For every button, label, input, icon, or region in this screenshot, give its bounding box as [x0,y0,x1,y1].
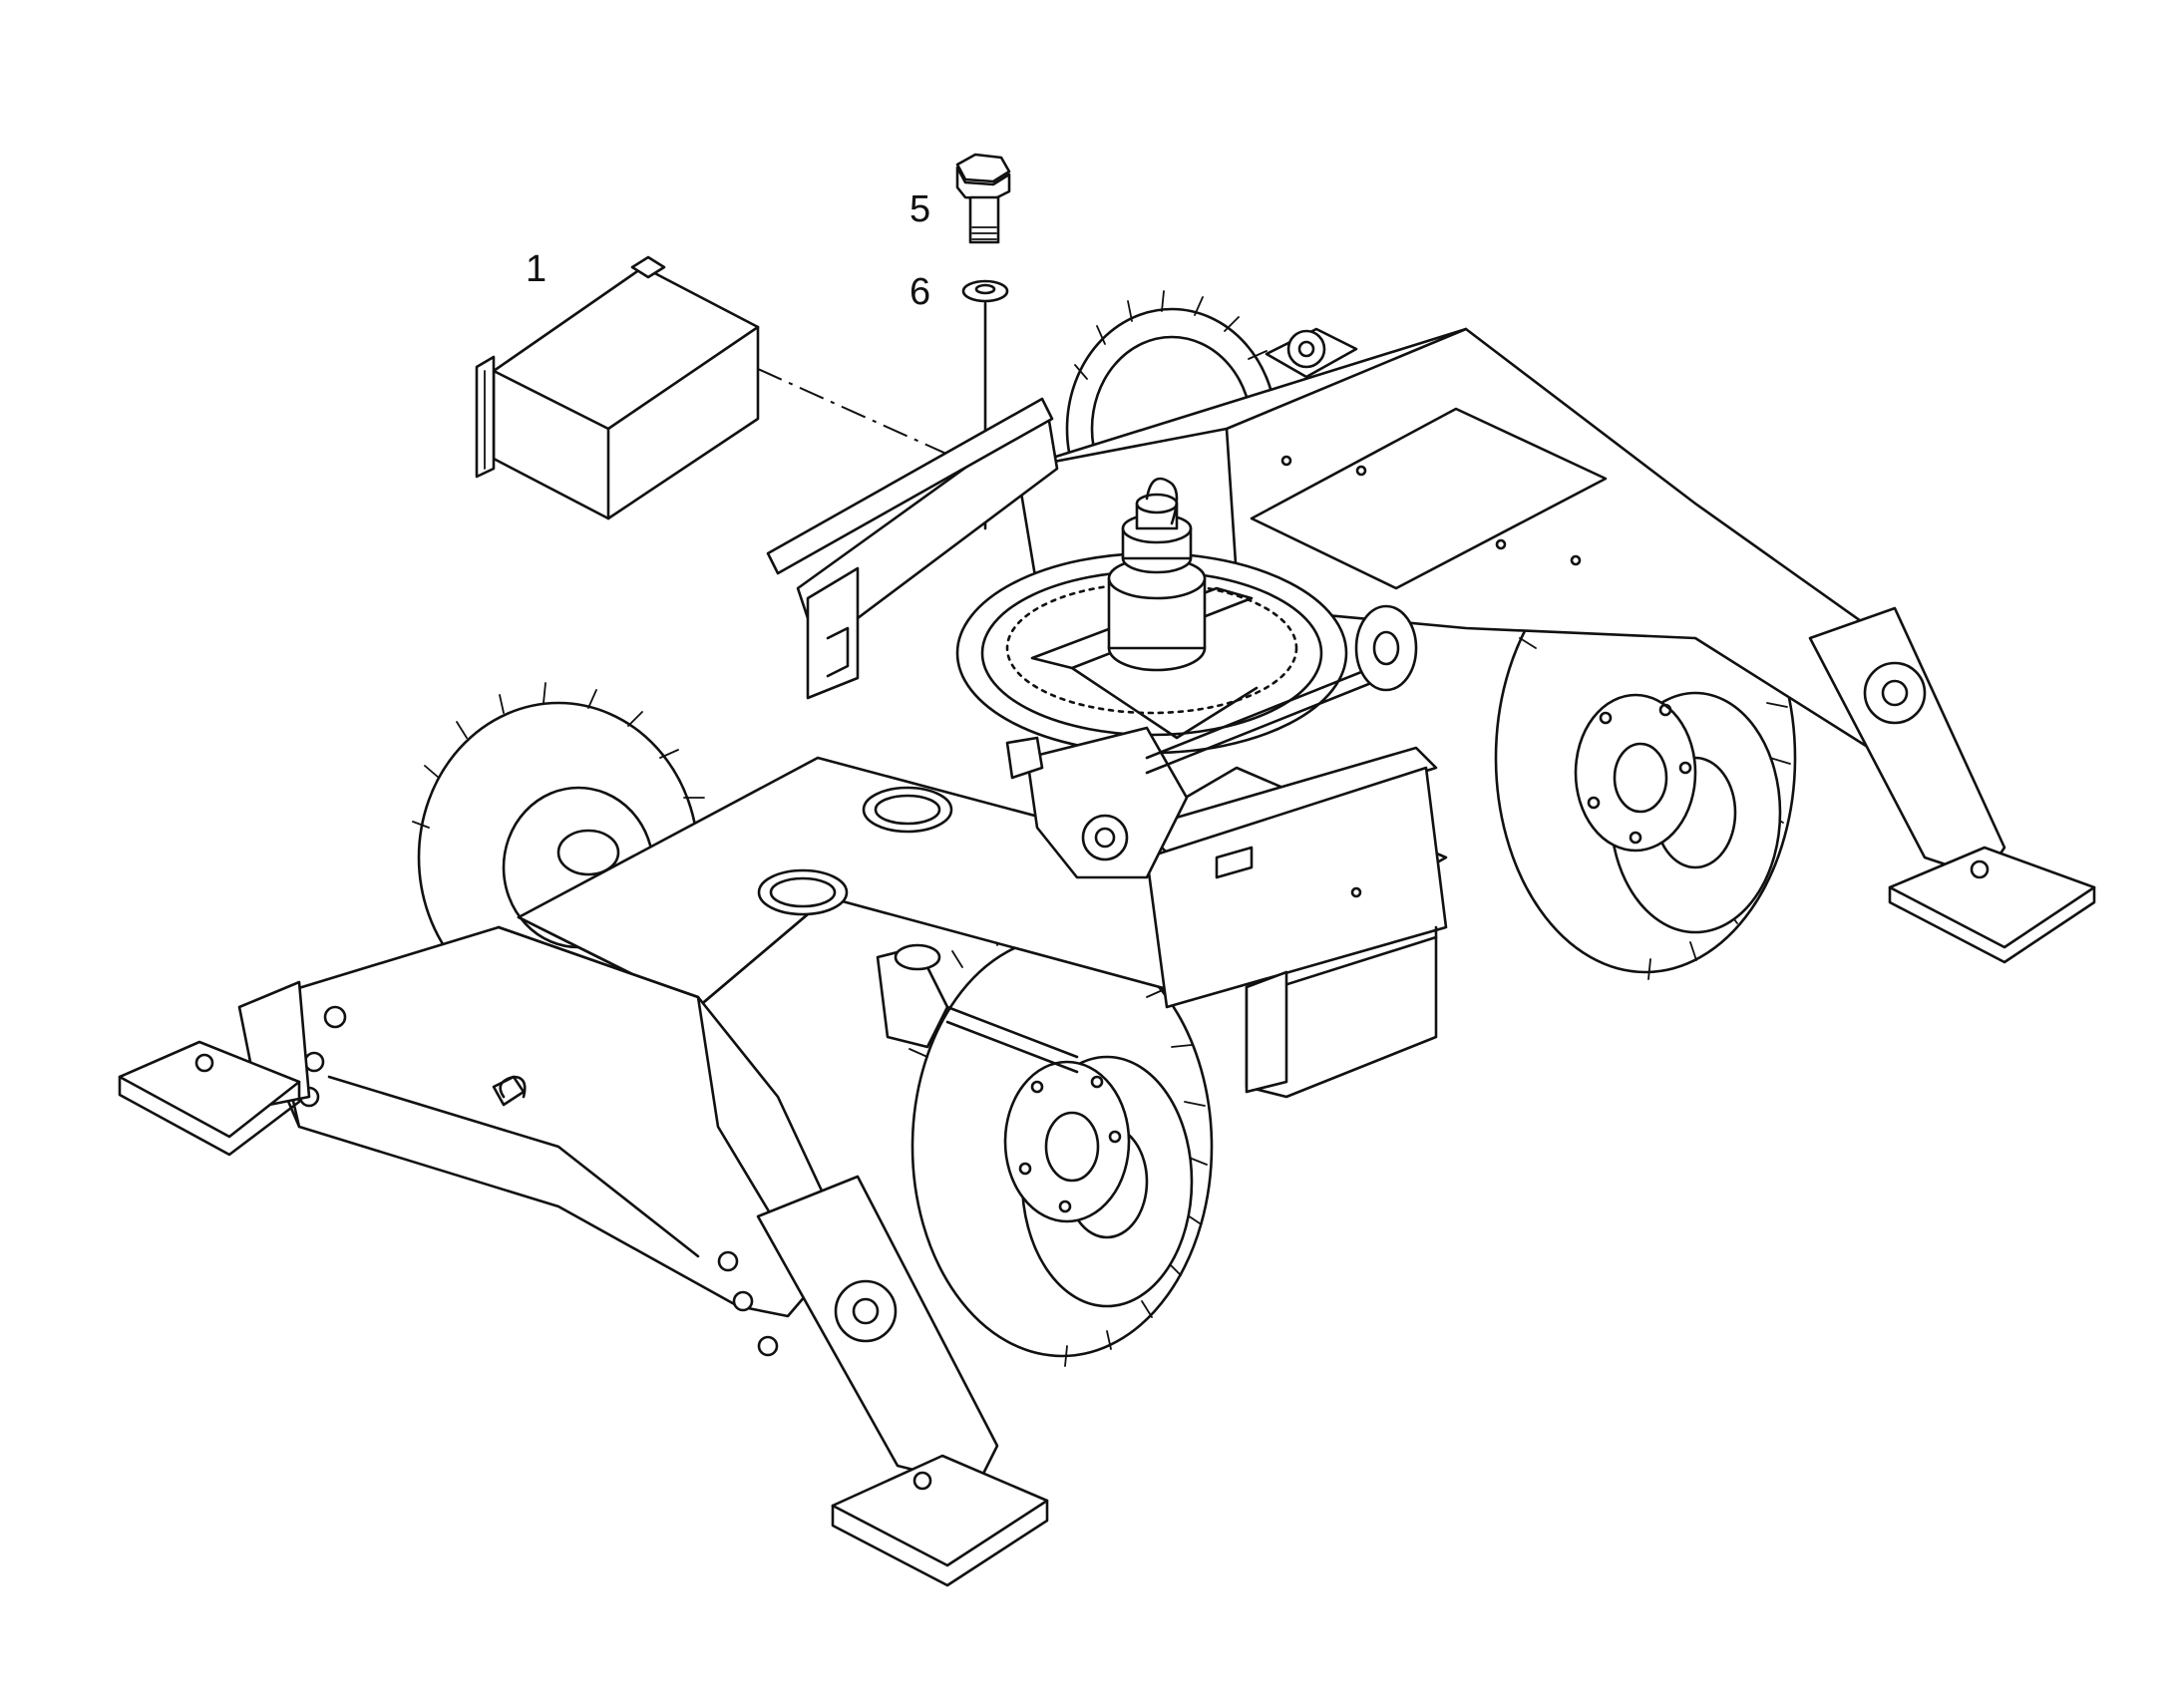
front-right-outrigger-leg [756,1175,1049,1587]
rotary-joint [1107,477,1207,672]
rear-crossmember [766,397,1059,700]
callout-label-5: 5 [909,188,930,230]
callout-label-1: 1 [526,248,546,290]
rear-right-outrigger-leg [1808,606,2096,964]
part-1-box [475,255,958,520]
front-outrigger-beam [267,925,850,1357]
front-axle-steering [876,943,1079,1074]
transmission-gearbox [1005,604,1418,879]
carbody-frame [517,746,1448,1099]
callout-label-6: 6 [909,271,930,313]
part-6-washer [961,279,1009,530]
front-left-outrigger-leg [118,980,311,1157]
part-5-bolt [955,153,1011,244]
